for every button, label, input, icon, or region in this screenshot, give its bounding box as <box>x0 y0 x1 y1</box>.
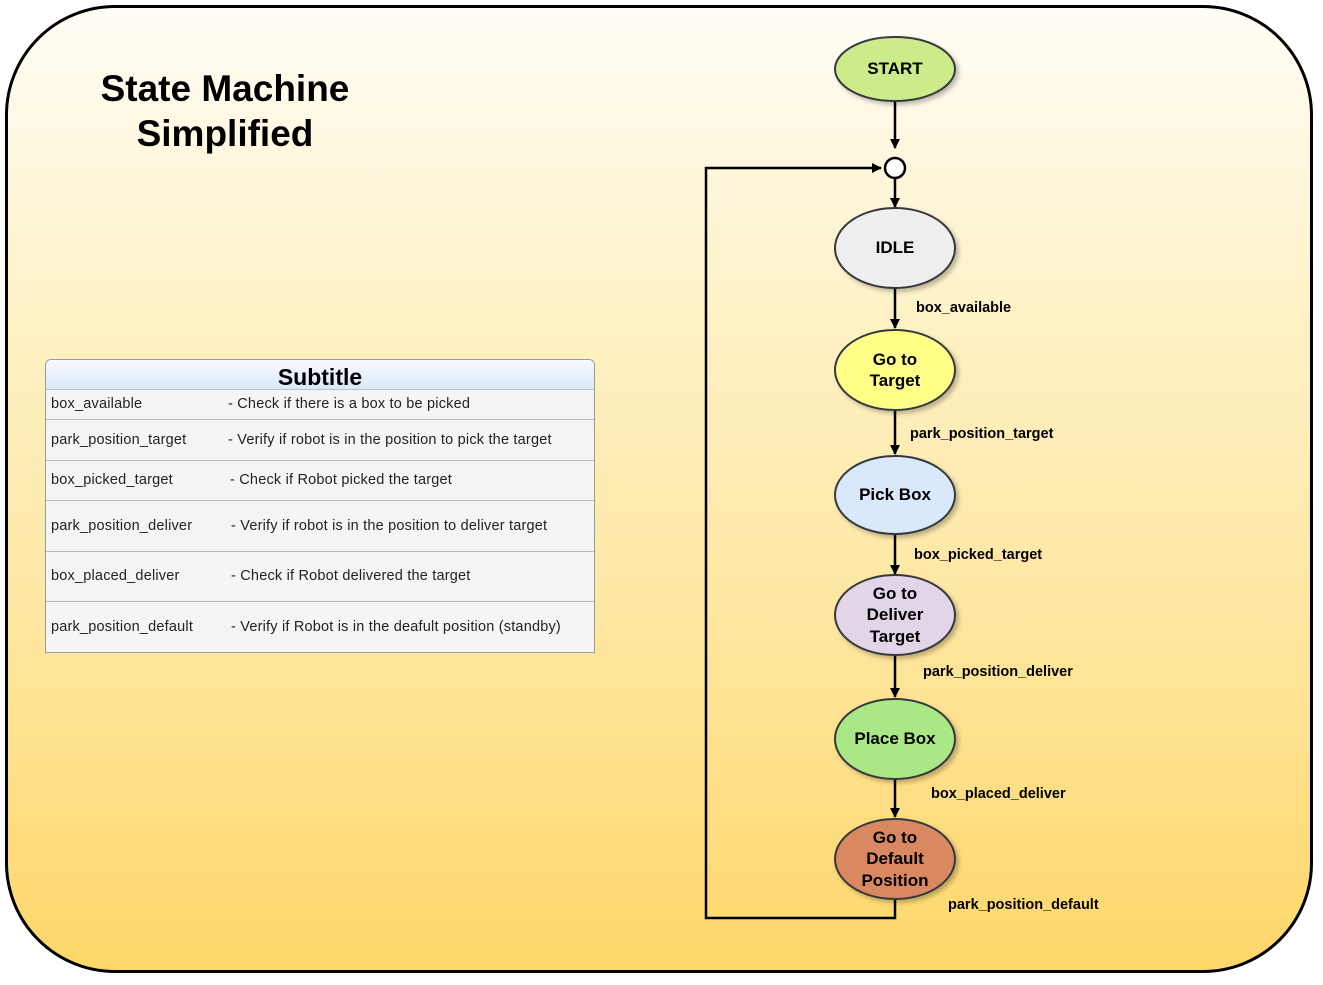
legend-heading: Subtitle <box>46 360 594 390</box>
diagram-title: State Machine Simplified <box>85 66 365 156</box>
transition-label-box-placed-deliver: box_placed_deliver <box>931 786 1066 802</box>
legend-desc: - Verify if robot is in the position to … <box>231 518 548 534</box>
state-pick-box-label: Pick Box <box>859 485 931 505</box>
title-line-2: Simplified <box>136 113 314 154</box>
legend-desc: - Check if Robot picked the target <box>230 472 452 488</box>
state-pick-box-shape <box>834 455 956 535</box>
transition-label-park-position-default: park_position_default <box>948 897 1099 913</box>
state-go-to-target-label: Go to Target <box>835 348 955 392</box>
legend-key: box_picked_target <box>51 472 173 488</box>
state-go-to-deliver-target-label: Go to Deliver Target <box>835 582 955 648</box>
legend-key: box_available <box>51 396 143 412</box>
legend-table: Subtitle box_available - Check if there … <box>45 359 595 653</box>
legend-key: box_placed_deliver <box>51 568 180 584</box>
legend-desc: - Check if Robot delivered the target <box>231 568 471 584</box>
legend-key: park_position_deliver <box>51 518 193 534</box>
edge-go-to-default-loop-back <box>704 163 897 920</box>
legend-row: box_picked_target - Check if Robot picke… <box>46 461 594 501</box>
state-start-label: START <box>867 59 923 79</box>
legend-row: park_position_target - Verify if robot i… <box>46 420 594 461</box>
transition-label-box-available: box_available <box>916 300 1012 316</box>
legend-desc: - Verify if robot is in the position to … <box>228 432 552 448</box>
transition-label-park-position-deliver: park_position_deliver <box>923 664 1073 680</box>
legend-row: park_position_default - Verify if Robot … <box>46 602 594 652</box>
state-label-line: Target <box>869 626 921 646</box>
state-label-line: Target <box>869 371 921 390</box>
legend-desc: - Verify if Robot is in the deafult posi… <box>231 619 561 635</box>
state-go-to-deliver-target-shape <box>834 574 956 656</box>
state-place-box-label: Place Box <box>854 729 936 749</box>
state-idle-shape <box>834 207 956 289</box>
state-go-to-target-shape <box>834 329 956 411</box>
legend-desc: - Check if there is a box to be picked <box>228 396 471 412</box>
state-label-line: Go to <box>872 349 918 369</box>
transition-label-box-picked-target: box_picked_target <box>914 547 1043 563</box>
legend-key: park_position_default <box>51 619 194 635</box>
transition-label-park-position-target: park_position_target <box>910 426 1054 442</box>
state-label-line: Default <box>866 849 924 869</box>
state-start-shape <box>834 36 956 102</box>
state-place-box-shape <box>834 698 956 780</box>
junction-node <box>883 156 907 180</box>
legend-row: park_position_deliver - Verify if robot … <box>46 501 594 552</box>
state-label-line: Position <box>861 870 929 890</box>
state-idle-label: IDLE <box>875 238 915 258</box>
title-line-1: State Machine <box>100 68 350 109</box>
legend-row: box_placed_deliver - Check if Robot deli… <box>46 552 594 602</box>
state-label-line: Go to <box>872 583 918 603</box>
state-label-line: Deliver <box>866 605 924 625</box>
legend-row: box_available - Check if there is a box … <box>46 390 594 420</box>
state-go-to-default-position-label: Go to Default Position <box>835 826 955 892</box>
state-label-line: Go to <box>872 827 918 847</box>
legend-key: park_position_target <box>51 432 187 448</box>
state-go-to-default-position-shape <box>834 818 956 900</box>
